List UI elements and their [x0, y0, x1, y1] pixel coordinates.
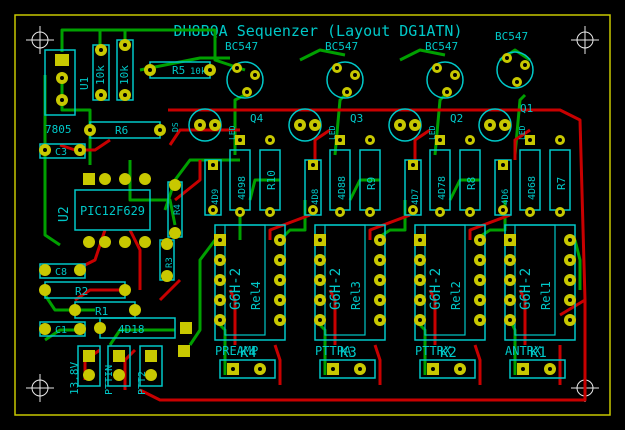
diode-b-label: 4D68	[527, 176, 538, 200]
connector-label: ANTRX	[505, 344, 542, 358]
resistor-label: R8	[465, 177, 478, 190]
diode-b-label: 4D88	[337, 176, 348, 200]
ptt2-label: PTT2	[137, 371, 148, 395]
diode-a-label: 4D6	[501, 189, 511, 205]
connector-ref: K1	[530, 345, 547, 361]
resistor-label: R9	[365, 177, 378, 190]
transistor-label: BC547	[325, 40, 358, 53]
connector-label: PREAMP	[215, 344, 258, 358]
vin-label: 13.8V	[68, 362, 81, 395]
pot2-label: 10k	[118, 65, 131, 85]
board-edge	[14, 14, 611, 416]
ptt1-label: PTTIN	[104, 365, 115, 395]
u2-label: U2	[57, 206, 72, 222]
led-label: LED	[228, 125, 237, 140]
regulator-label: 7805	[45, 123, 72, 136]
resistor-label: R7	[555, 177, 568, 190]
r4-label: R4	[173, 204, 183, 215]
transistor-ref: Q3	[350, 112, 363, 125]
diode-a-label: 4D7	[411, 189, 421, 205]
connector-label: PTTPA	[315, 344, 352, 358]
diode-a-label: 4D9	[211, 189, 221, 205]
transistor-ref: Q4	[250, 112, 264, 125]
d18-label: 4D18	[118, 323, 145, 336]
r1-label: R1	[95, 305, 108, 318]
relay-ref-label: Rel4	[249, 281, 263, 310]
transistor-label: BC547	[225, 40, 258, 53]
transistor-ref: Q2	[450, 112, 463, 125]
relay-type-label: G6H-2	[328, 268, 344, 310]
led-label: LED	[518, 125, 527, 140]
diode-b-label: 4D78	[437, 176, 448, 200]
r5-label: R5	[172, 64, 185, 77]
r5-value-label: 10k	[190, 67, 207, 77]
board-title: DH8BQA Sequenzer (Layout DG1ATN)	[174, 22, 463, 40]
connector-ref: K3	[340, 345, 357, 361]
r3-label: R3	[165, 257, 175, 268]
relay-type-label: G6H-2	[428, 268, 444, 310]
c8-label: C8	[55, 267, 67, 278]
pot1-label: 10k	[94, 65, 107, 85]
diode-b-label: 4D98	[237, 176, 248, 200]
transistor-label: BC547	[495, 30, 528, 43]
relay-ref-label: Rel3	[349, 281, 363, 310]
relay-ref-label: Rel2	[449, 281, 463, 310]
connector-ref: K4	[240, 345, 257, 361]
r2-label: R2	[75, 285, 88, 298]
r6-label: R6	[115, 124, 128, 137]
relay-ref-label: Rel1	[539, 281, 553, 310]
transistor-ref: Q1	[520, 102, 533, 115]
resistor-label: R10	[265, 170, 278, 190]
relay-type-label: G6H-2	[228, 268, 244, 310]
left-pads	[39, 39, 216, 381]
connector-label: PTTRX	[415, 344, 452, 358]
left-labels: U1 7805 10k 10k R5 10k R6 DS C3 U2 PIC12…	[45, 64, 207, 395]
ic-label: PIC12F629	[80, 204, 145, 218]
ds-label: DS	[171, 122, 180, 132]
led-label: LED	[328, 125, 337, 140]
transistor-label: BC547	[425, 40, 458, 53]
led-label: LED	[428, 125, 437, 140]
relay-type-label: G6H-2	[518, 268, 534, 310]
c3-label: C3	[55, 147, 67, 158]
diode-a-label: 4D8	[311, 189, 321, 205]
c1-label: C1	[55, 325, 67, 336]
connector-ref: K2	[440, 345, 457, 361]
u1-label: U1	[78, 77, 91, 90]
